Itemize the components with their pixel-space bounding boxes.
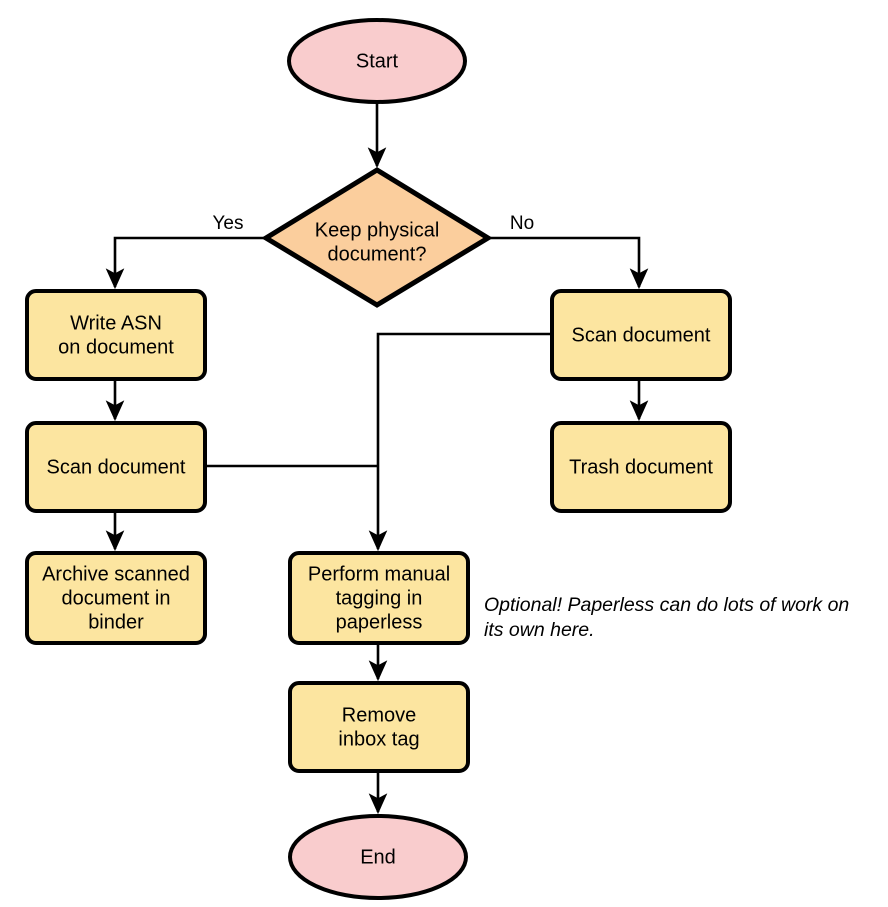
decision-diamond [261, 167, 493, 308]
edge-label-no: No [510, 213, 534, 234]
edge-decision-yes-to-write-asn [105, 236, 264, 290]
node-decision-keep-physical-document[interactable]: Keep physical document? [261, 167, 493, 308]
decision-label-line1: Keep physical [315, 219, 440, 241]
archive-label-line2: document in [62, 587, 171, 609]
archive-label-line1: Archive scanned [42, 563, 190, 585]
decision-label-line2: document? [328, 243, 427, 265]
annotation-optional-note: Optional! Paperless can do lots of work … [484, 594, 849, 641]
annotation-line2: its own here. [484, 619, 595, 641]
tagging-label-line1: Perform manual [308, 563, 450, 585]
archive-box [25, 551, 207, 645]
scan-document-left-box [25, 421, 207, 513]
node-remove-inbox-tag[interactable]: Remove inbox tag [288, 681, 470, 773]
node-end[interactable]: End [288, 814, 468, 900]
end-ellipse [288, 814, 468, 900]
tagging-box [288, 551, 470, 645]
edge-decision-no-to-scan-right [489, 236, 649, 290]
write-asn-label-line2: on document [58, 336, 174, 358]
node-scan-document-left[interactable]: Scan document [25, 421, 207, 513]
node-perform-manual-tagging[interactable]: Perform manual tagging in paperless [288, 551, 470, 645]
edge-label-yes: Yes [213, 213, 244, 234]
node-write-asn-on-document[interactable]: Write ASN on document [25, 289, 207, 381]
start-ellipse [287, 18, 467, 104]
tagging-label-line2: tagging in [336, 587, 423, 609]
scan-document-left-label: Scan document [47, 456, 186, 478]
tagging-label-line3: paperless [336, 611, 423, 633]
write-asn-label-line1: Write ASN [70, 312, 162, 334]
remove-inbox-tag-label-line2: inbox tag [338, 728, 419, 750]
annotation-line1: Optional! Paperless can do lots of work … [484, 594, 849, 616]
trash-document-label: Trash document [569, 456, 713, 478]
remove-inbox-tag-box [288, 681, 470, 773]
node-archive-scanned-document[interactable]: Archive scanned document in binder [25, 551, 207, 645]
remove-inbox-tag-label-line1: Remove [342, 704, 416, 726]
write-asn-box [25, 289, 207, 381]
archive-label-line3: binder [88, 611, 144, 633]
start-label: Start [356, 50, 399, 72]
node-start[interactable]: Start [287, 18, 467, 104]
node-scan-document-right[interactable]: Scan document [550, 289, 732, 381]
end-label: End [360, 846, 396, 868]
trash-document-box [550, 421, 732, 513]
scan-document-right-box [550, 289, 732, 381]
node-trash-document[interactable]: Trash document [550, 421, 732, 513]
scan-document-right-label: Scan document [572, 324, 711, 346]
edge-scan-right-to-tagging [368, 332, 552, 552]
